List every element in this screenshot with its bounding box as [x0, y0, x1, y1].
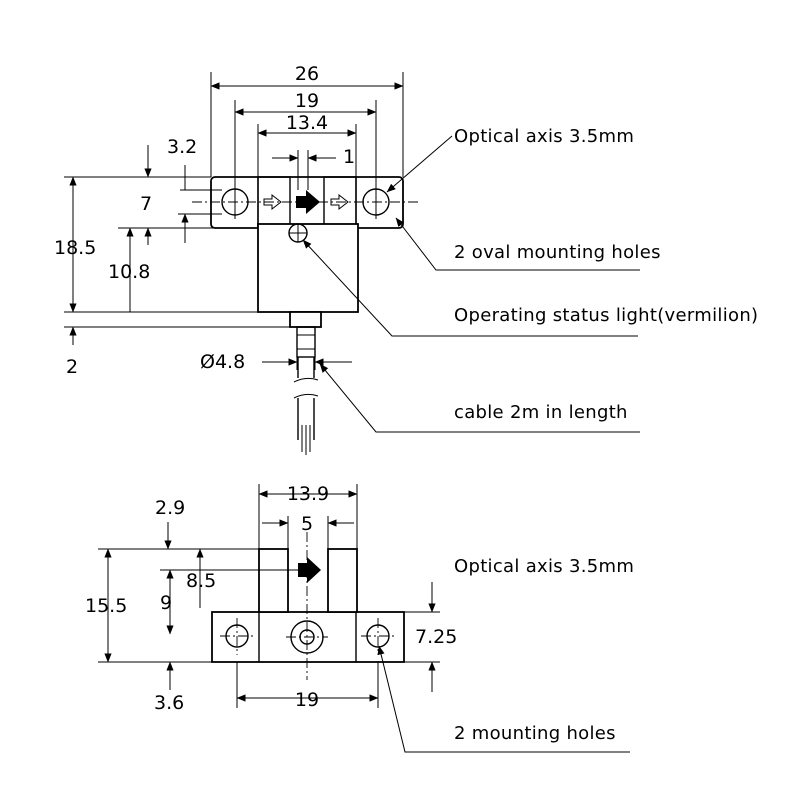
callout-cable: cable 2m in length — [454, 402, 628, 423]
light-path-arrow-solid — [296, 190, 320, 214]
dim-flange-height: 7 — [140, 193, 152, 215]
dim-stub-height: 2 — [66, 356, 78, 378]
dim-bottom-base-offset: 3.6 — [154, 692, 184, 714]
dim-bottom-top-offset: 2.9 — [155, 497, 185, 519]
dim-overall-width: 26 — [295, 63, 319, 85]
dim-bottom-arm-height: 8.5 — [186, 570, 216, 592]
bottom-arm-left — [258, 548, 289, 613]
cable-stub — [289, 311, 322, 328]
callout-mounting-holes: 2 mounting holes — [454, 723, 616, 744]
dim-bottom-axis-height: 9 — [160, 592, 172, 614]
dim-bottom-slot-width: 5 — [301, 513, 313, 535]
dim-bottom-overall-width: 13.9 — [287, 483, 329, 505]
dim-cable-diameter: Ø4.8 — [200, 351, 245, 373]
dim-bottom-total-height: 15.5 — [85, 595, 127, 617]
dim-bottom-base-height: 7.25 — [415, 626, 457, 648]
top-lower-body — [257, 223, 359, 313]
dim-bottom-hole-pitch: 19 — [295, 689, 319, 711]
top-view: 26 19 13.4 1 3.2 7 18.5 10.8 — [54, 63, 758, 455]
bottom-view: 13.9 5 2.9 8.5 9 15.5 3.6 7.25 — [85, 483, 634, 753]
callout-optical-axis-bottom: Optical axis 3.5mm — [454, 556, 634, 577]
callout-oval-holes: 2 oval mounting holes — [454, 242, 661, 263]
dim-slot-width: 13.4 — [286, 112, 328, 134]
light-path-arrow-right — [330, 193, 349, 211]
dim-lower-height: 10.8 — [108, 261, 150, 283]
bottom-light-arrow — [298, 557, 321, 583]
dim-gap: 1 — [343, 146, 355, 168]
bottom-arm-right — [327, 548, 358, 613]
light-path-arrow-left — [263, 193, 282, 211]
callout-status-light: Operating status light(vermilion) — [454, 305, 758, 326]
dim-body-height: 18.5 — [54, 237, 96, 259]
dim-flange-offset: 3.2 — [167, 136, 197, 158]
dim-hole-pitch: 19 — [295, 90, 319, 112]
callout-optical-axis-top: Optical axis 3.5mm — [454, 126, 634, 147]
